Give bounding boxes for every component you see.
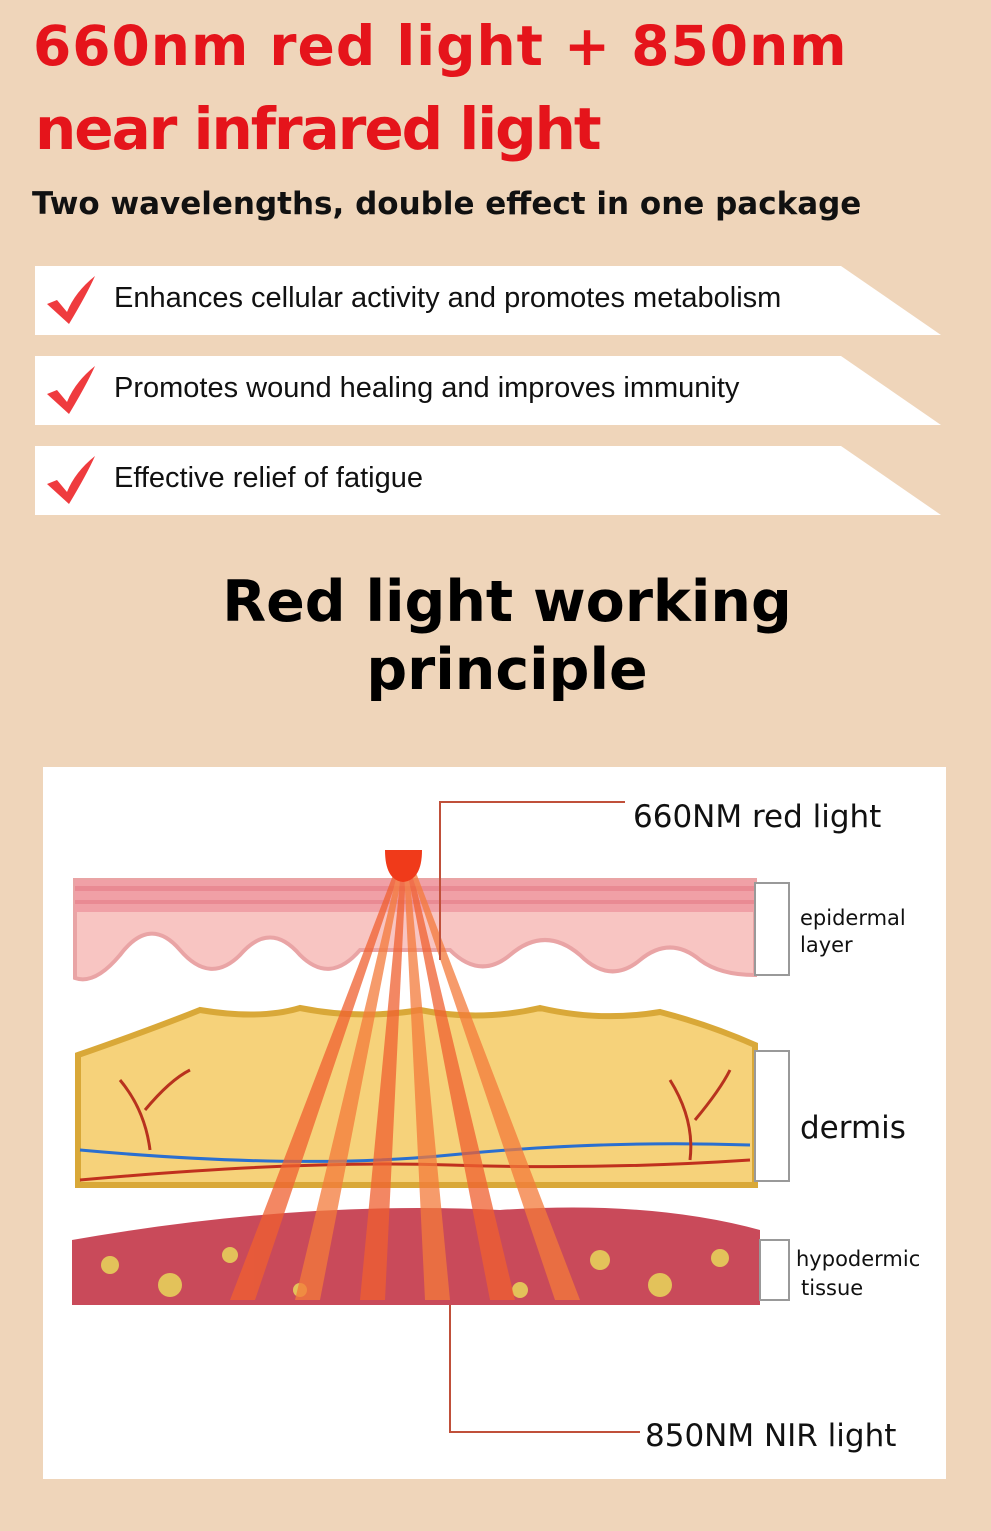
banner-background (35, 356, 941, 425)
benefit-text: Enhances cellular activity and promotes … (114, 282, 782, 314)
label-dermis: dermis (800, 1110, 906, 1146)
layer-brackets (754, 882, 790, 1301)
skin-layers-diagram: 660NM red light epidermal layer dermis h… (43, 767, 946, 1479)
checkmark-icon (47, 366, 95, 414)
title-line-1: 660nm red light + 850nm (33, 14, 848, 78)
label-850nm-nir-light: 850NM NIR light (645, 1418, 896, 1454)
label-epidermal: epidermal (800, 906, 906, 930)
benefit-text: Promotes wound healing and improves immu… (114, 372, 740, 404)
banner-background (35, 446, 941, 515)
label-hypodermic: hypodermic (796, 1247, 920, 1271)
section-heading: Red light working principle (0, 568, 991, 704)
benefit-item: Effective relief of fatigue (35, 446, 941, 515)
benefit-item: Enhances cellular activity and promotes … (35, 266, 941, 335)
hypodermis-layer (72, 1207, 760, 1305)
benefit-text: Effective relief of fatigue (114, 462, 423, 494)
diagram-illustration: 660NM red light epidermal layer dermis h… (72, 799, 920, 1454)
checkmark-icon (47, 276, 95, 324)
section-heading-line-2: principle (366, 637, 648, 703)
nir-light-leader-line (449, 1305, 640, 1433)
title-line-2: near infrared light (35, 95, 602, 163)
checkmark-icon (47, 456, 95, 504)
section-heading-line-1: Red light working (222, 569, 792, 635)
banner-background (35, 266, 941, 335)
subtitle: Two wavelengths, double effect in one pa… (32, 186, 862, 222)
light-beams (230, 870, 580, 1300)
label-660nm-red-light: 660NM red light (633, 799, 881, 835)
red-light-leader-line (439, 801, 625, 960)
light-source-icon (385, 850, 422, 882)
label-tissue: tissue (801, 1276, 863, 1300)
label-layer: layer (800, 933, 853, 957)
benefit-item: Promotes wound healing and improves immu… (35, 356, 941, 425)
